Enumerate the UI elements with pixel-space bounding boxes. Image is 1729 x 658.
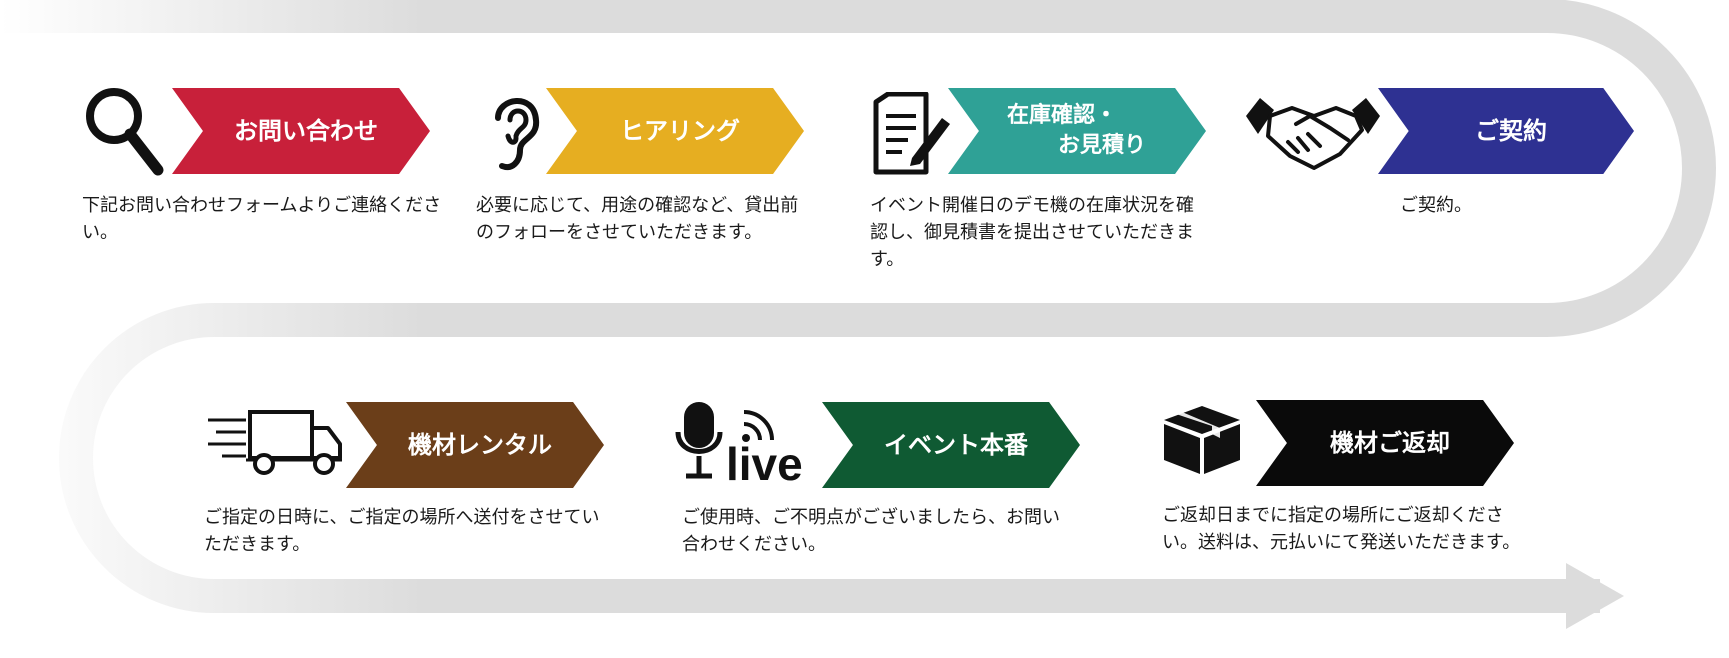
step-desc-event: ご使用時、ご不明点がございましたら、お問い合わせください。 <box>682 507 1060 555</box>
step-title-stock: 在庫確認・ お見積り <box>948 88 1206 174</box>
step-title-contract: ご契約 <box>1378 88 1634 174</box>
step-title-hearing: ヒアリング <box>546 88 804 174</box>
flow-track-path <box>0 0 1716 613</box>
step-desc-stock: イベント開催日のデモ機の在庫状況を確認し、御見積書を提出させていただきます。 <box>870 195 1194 270</box>
live-mic-icon: live <box>675 402 803 484</box>
step-title-rental: 機材レンタル <box>346 402 604 488</box>
truck-icon <box>208 410 342 475</box>
step-desc-contract: ご契約。 <box>1400 195 1472 216</box>
step-title-stock-line1: 在庫確認・ <box>1006 103 1117 128</box>
step-title-return: 機材ご返却 <box>1256 400 1514 486</box>
live-text: live <box>726 438 803 484</box>
step-desc-hearing: 必要に応じて、用途の確認など、貸出前のフォローをさせていただきます。 <box>476 195 799 243</box>
box-icon <box>1164 406 1240 474</box>
ear-icon <box>495 98 540 170</box>
step-title-stock-line2: お見積り <box>1057 133 1146 158</box>
handshake-icon <box>1246 98 1380 170</box>
document-pen-icon <box>873 92 950 175</box>
step-desc-rental: ご指定の日時に、ご指定の場所へ送付をさせていただきます。 <box>204 507 600 555</box>
step-desc-inquiry: 下記お問い合わせフォームよりご連絡ください。 <box>82 195 442 243</box>
step-title-inquiry: お問い合わせ <box>172 88 430 174</box>
magnifier-icon <box>86 88 164 176</box>
step-title-event: イベント本番 <box>822 402 1080 488</box>
step-desc-return: ご返却日までに指定の場所にご返却ください。送料は、元払いにて発送いただきます。 <box>1162 505 1521 553</box>
